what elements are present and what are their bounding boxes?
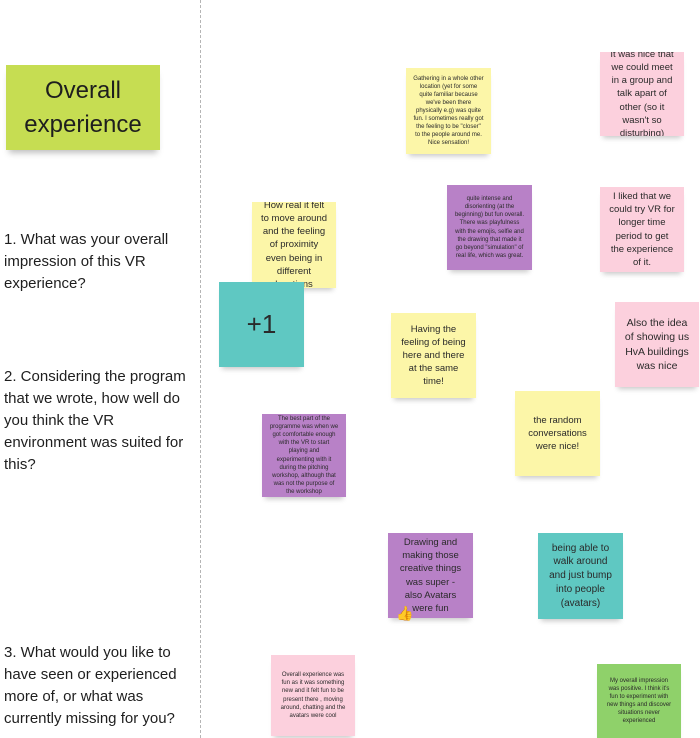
sticky-note-intense[interactable]: quite intense and disorienting (at the b… (447, 185, 532, 270)
question-3: 3. What would you like to have seen or e… (4, 644, 177, 727)
sticky-note-real-feel[interactable]: How real it felt to move around and the … (252, 202, 336, 288)
sticky-note-text: Gathering in a whole other location (yet… (413, 75, 484, 147)
sticky-note-text: My overall impression was positive. I th… (606, 677, 672, 725)
title-sticky-note[interactable]: Overall experience (6, 65, 160, 150)
sticky-note-text: I liked that we could try VR for longer … (609, 191, 675, 268)
sticky-note-text: Drawing and making those creative things… (399, 537, 462, 614)
sticky-note-positive[interactable]: My overall impression was positive. I th… (597, 664, 681, 738)
sticky-note-gathering[interactable]: Gathering in a whole other location (yet… (406, 68, 491, 154)
question-1: 1. What was your overall impression of t… (4, 231, 169, 292)
thumbs-up-icon: 👍 (396, 605, 414, 621)
sticky-note-text: quite intense and disorienting (at the b… (454, 196, 525, 259)
question-2: 2. Considering the program that we wrote… (4, 368, 186, 473)
sticky-note-text: Overall experience was fun as it was som… (280, 672, 346, 719)
sticky-note-text: the random conversations were nice! (528, 414, 587, 453)
sticky-note-text: It was nice that we could meet in a grou… (610, 52, 674, 136)
sticky-note-text: +1 (246, 309, 277, 339)
sticky-note-longer-time[interactable]: I liked that we could try VR for longer … (600, 187, 684, 272)
sticky-note-text: Also the idea of showing us HvA building… (624, 316, 690, 372)
sticky-note-text: Having the feeling of being here and the… (401, 323, 466, 388)
sticky-note-text: being able to walk around and just bump … (549, 542, 612, 609)
sticky-note-text: The best part of the programme was when … (269, 416, 339, 495)
sticky-note-text: How real it felt to move around and the … (261, 202, 328, 288)
sticky-note-drawing[interactable]: Drawing and making those creative things… (388, 533, 473, 618)
sticky-note-fun-new[interactable]: Overall experience was fun as it was som… (271, 655, 355, 736)
sticky-note-being-here[interactable]: Having the feeling of being here and the… (391, 313, 476, 398)
sticky-note-best-part[interactable]: The best part of the programme was when … (262, 414, 346, 497)
sticky-note-plus-one[interactable]: +1 (219, 282, 304, 367)
sticky-note-hva-buildings[interactable]: Also the idea of showing us HvA building… (615, 302, 699, 387)
sticky-note-meet-group[interactable]: It was nice that we could meet in a grou… (600, 52, 684, 136)
column-divider (200, 0, 201, 738)
sticky-note-random-conversations[interactable]: the random conversations were nice! (515, 391, 600, 476)
sticky-note-walk-around[interactable]: being able to walk around and just bump … (538, 533, 623, 619)
